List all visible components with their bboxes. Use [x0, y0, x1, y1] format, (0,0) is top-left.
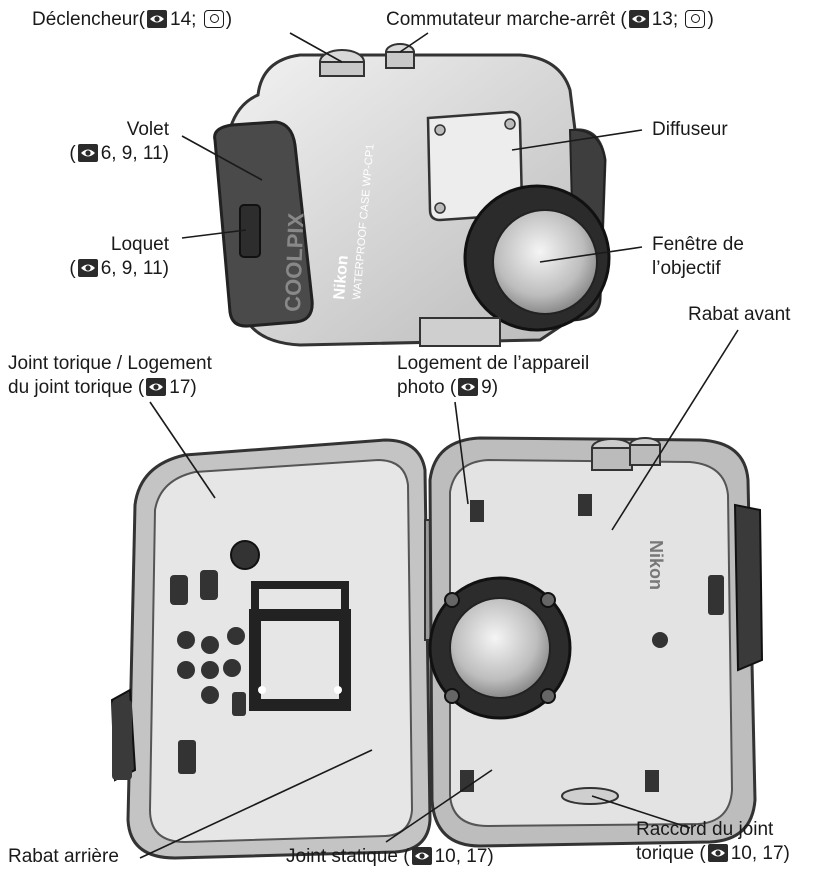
label-declencheur: Déclencheur(14; ): [32, 8, 232, 32]
label-diffuseur: Diffuseur: [652, 118, 728, 142]
label-loquet: Loquet (6, 9, 11): [69, 233, 169, 281]
inside-brand-text: Nikon: [646, 540, 666, 590]
open-housing: Nikon: [112, 438, 762, 858]
closed-housing: COOLPIX Nikon WATERPROOF CASE WP-CP1: [215, 44, 609, 346]
label-commutateur: Commutateur marche-arrêt (13; ): [386, 8, 714, 32]
page-ref-icon: [458, 378, 478, 396]
page-ref-icon: [78, 144, 98, 162]
label-rabat-arriere: Rabat arrière: [8, 845, 119, 869]
label-fenetre: Fenêtre de l’objectif: [652, 233, 744, 281]
housing-series-text: COOLPIX: [280, 212, 308, 312]
camera-icon: [685, 10, 705, 28]
page-ref-icon: [629, 10, 649, 28]
label-rabat-avant: Rabat avant: [688, 303, 790, 327]
page-ref-icon: [78, 259, 98, 277]
label-joint-torique: Joint torique / Logement du joint toriqu…: [8, 352, 212, 400]
page-ref-icon: [147, 10, 167, 28]
page-ref-icon: [412, 847, 432, 865]
label-volet: Volet (6, 9, 11): [69, 118, 169, 166]
label-logement-appareil: Logement de l’appareil photo (9): [397, 352, 589, 400]
label-joint-statique: Joint statique (10, 17): [286, 845, 494, 869]
page-ref-icon: [708, 844, 728, 862]
camera-icon: [204, 10, 224, 28]
label-raccord: Raccord du joint torique (10, 17): [636, 818, 790, 866]
page-ref-icon: [146, 378, 166, 396]
